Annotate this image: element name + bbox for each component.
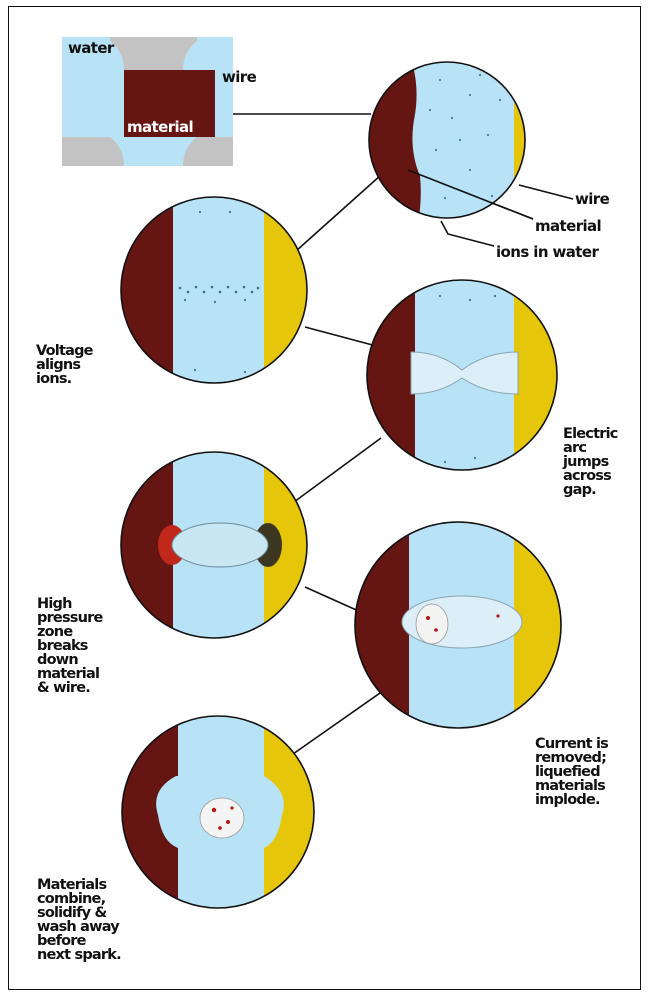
caption-step-voltage: Voltage aligns ions.	[36, 344, 93, 386]
callout-material-label: material	[535, 217, 601, 235]
circle-step-arc	[367, 280, 557, 470]
connector-2-3	[294, 438, 381, 502]
callout-ions-line	[441, 221, 494, 246]
connector-1-2	[305, 327, 380, 347]
circle-step-pressure	[121, 452, 307, 638]
circle-step-solidify	[122, 716, 314, 908]
molten-droplet	[416, 604, 448, 644]
wire-wall	[264, 197, 307, 383]
inset-wire-bottom-left	[62, 137, 124, 166]
inset-water-label: water	[68, 39, 115, 57]
material-wall	[367, 280, 415, 470]
caption-step-implode: Current is removed; liquefied materials …	[535, 737, 608, 807]
caption-step-solidify: Materials combine, solidify & wash away …	[37, 878, 121, 962]
circle-step-implode	[355, 522, 561, 728]
caption-step-arc: Electric arc jumps across gap.	[563, 427, 618, 497]
pressure-zone	[172, 523, 268, 567]
inset-panel: water wire material	[62, 37, 257, 166]
inset-material-label: material	[127, 118, 193, 136]
connector-0-1	[296, 175, 381, 251]
circle-initial-state	[369, 62, 533, 219]
caption-step-pressure: High pressure zone breaks down material …	[37, 597, 103, 695]
circle-step-voltage	[121, 197, 307, 383]
material-wall	[355, 522, 409, 728]
connector-4-5	[293, 686, 390, 754]
callout-ions-label: ions in water	[496, 243, 599, 261]
inset-wire-label: wire	[222, 68, 257, 86]
wire-wall	[514, 62, 525, 218]
callout-wire-line	[519, 185, 573, 199]
solidified-debris	[200, 798, 244, 838]
callout-wire-label: wire	[575, 190, 610, 208]
wire-wall	[514, 280, 557, 470]
